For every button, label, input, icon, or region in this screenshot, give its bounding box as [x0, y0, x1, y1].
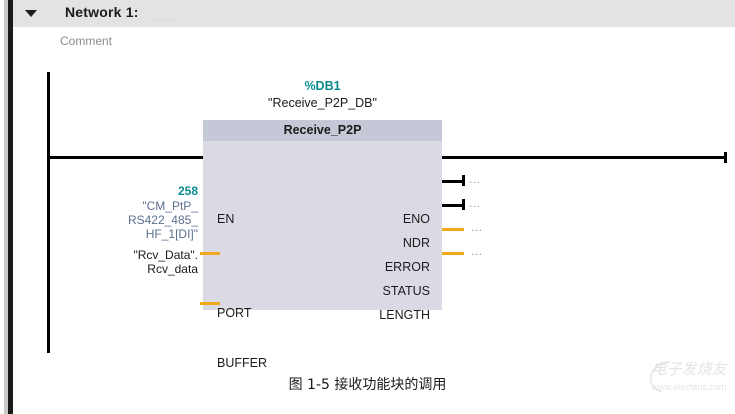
operand-length-placeholder[interactable]: ...: [471, 244, 483, 258]
block-db-number: %DB1: [304, 79, 341, 93]
network-title: Network 1:: [65, 4, 139, 20]
watermark: 电子发烧友 www.elecfans.com: [643, 354, 733, 406]
operand-error-placeholder[interactable]: ...: [469, 196, 481, 210]
operand-port-tag[interactable]: "CM_PtP_ RS422_485_ HF_1[DI]": [127, 199, 198, 241]
pin-label-error: ERROR: [384, 260, 430, 274]
block-db-name: "Receive_P2P_DB": [268, 96, 377, 110]
pin-label-en: EN: [217, 212, 235, 226]
function-block-header: Receive_P2P: [203, 120, 442, 141]
function-block-receive-p2p[interactable]: Receive_P2P EN PORT BUFFER ENO NDR ERROR…: [203, 120, 442, 370]
rung-en-wire: [49, 156, 218, 159]
wire-error-terminator: [462, 199, 465, 210]
pin-label-buffer: BUFFER: [217, 356, 267, 370]
pin-label-port: PORT: [217, 306, 252, 320]
triangle-down-icon[interactable]: [25, 10, 37, 17]
pin-label-status: STATUS: [382, 284, 430, 298]
wire-buffer: [200, 302, 220, 305]
gutter-light-edge: [4, 0, 8, 414]
function-block-name: Receive_P2P: [283, 123, 362, 137]
ladder-canvas: Receive_P2P EN PORT BUFFER ENO NDR ERROR…: [13, 58, 735, 414]
network-title-placeholder[interactable]: ......: [153, 12, 178, 24]
network-header: Network 1: ......: [13, 0, 735, 28]
power-rail: [47, 72, 50, 353]
pin-label-eno: ENO: [402, 212, 430, 226]
watermark-url-text: www.elecfans.com: [651, 382, 727, 392]
network-comment-row[interactable]: Comment: [13, 27, 735, 59]
operand-port-value[interactable]: 258: [177, 184, 198, 198]
wire-status: [442, 228, 464, 231]
wire-eno-terminator: [724, 152, 727, 163]
wire-length: [442, 252, 464, 255]
wire-eno: [442, 156, 727, 159]
operand-ndr-placeholder[interactable]: ...: [469, 172, 481, 186]
wire-ndr: [442, 180, 464, 183]
network-comment-text[interactable]: Comment: [60, 34, 113, 48]
gutter-dark-bar: [8, 0, 13, 414]
pin-label-ndr: NDR: [402, 236, 430, 250]
wire-port: [200, 252, 220, 255]
figure-caption: 图 1-5 接收功能块的调用: [288, 377, 447, 393]
wire-ndr-terminator: [462, 175, 465, 186]
wire-error: [442, 204, 464, 207]
pin-label-length: LENGTH: [379, 308, 430, 322]
operand-buffer-tag[interactable]: "Rcv_Data". Rcv_data: [133, 248, 198, 276]
watermark-script-text: 电子发烧友: [651, 360, 727, 378]
operand-status-placeholder[interactable]: ...: [471, 220, 483, 234]
